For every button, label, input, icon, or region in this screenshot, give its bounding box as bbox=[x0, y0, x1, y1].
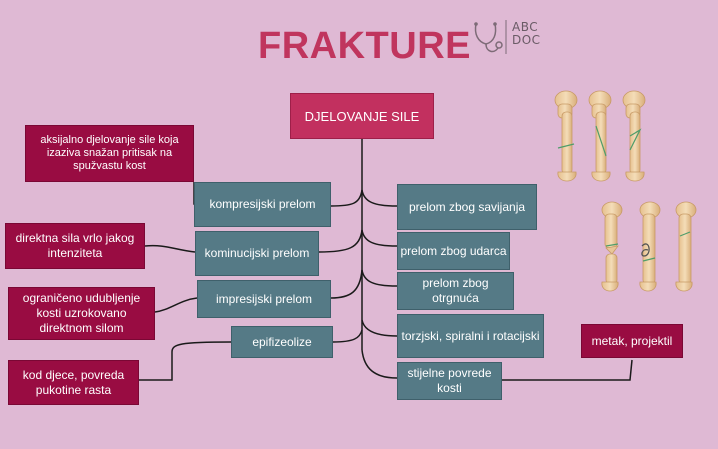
note-node-compression: aksijalno djelovanje sile koja izaziva s… bbox=[25, 125, 194, 182]
bone-illustrations bbox=[554, 90, 697, 292]
type-label: kompresijski prelom bbox=[209, 197, 316, 211]
femur-icon-2 bbox=[588, 90, 612, 182]
type-node-torsion: torzjski, spiralni i rotacijski bbox=[397, 314, 544, 358]
note-node-comminuted: direktna sila vrlo jakog intenziteta bbox=[5, 223, 145, 269]
note-node-gunshot: metak, projektil bbox=[581, 324, 683, 358]
note-label: ograničeno udubljenje kosti uzrokovano d… bbox=[22, 291, 141, 335]
type-label: kominucijski prelom bbox=[204, 246, 310, 260]
femur-icon-6 bbox=[675, 201, 697, 292]
type-node-compression: kompresijski prelom bbox=[194, 182, 331, 227]
page-title: FRAKTURE bbox=[258, 25, 471, 67]
type-node-comminuted: kominucijski prelom bbox=[195, 231, 319, 276]
type-label: prelom zbog savijanja bbox=[408, 199, 526, 214]
logo-line-1: ABC bbox=[512, 20, 539, 34]
type-node-bending: prelom zbog savijanja bbox=[397, 184, 537, 230]
type-label: prelom zbog udarca bbox=[400, 243, 507, 258]
note-node-impression: ograničeno udubljenje kosti uzrokovano d… bbox=[8, 287, 155, 340]
type-label: epifizeolize bbox=[252, 334, 312, 349]
note-label: direktna sila vrlo jakog intenziteta bbox=[15, 231, 135, 260]
logo-text: ABC DOC bbox=[512, 21, 541, 47]
femur-icon-3 bbox=[622, 90, 646, 182]
type-node-epiphysiolysis: epifizeolize bbox=[231, 326, 333, 358]
logo-line-2: DOC bbox=[512, 33, 541, 47]
root-node: DJELOVANJE SILE bbox=[290, 93, 434, 139]
root-label: DJELOVANJE SILE bbox=[304, 108, 420, 124]
femur-icon-4 bbox=[601, 201, 623, 292]
note-label: kod djece, povreda pukotine rasta bbox=[22, 367, 125, 397]
type-node-gunshot: stijelne povrede kosti bbox=[397, 362, 502, 400]
note-node-epiphysiolysis: kod djece, povreda pukotine rasta bbox=[8, 360, 139, 405]
type-node-impact: prelom zbog udarca bbox=[397, 232, 510, 270]
type-node-avulsion: prelom zbog otrgnuća bbox=[397, 272, 514, 310]
type-label: torzjski, spiralni i rotacijski bbox=[401, 328, 540, 343]
type-label: prelom zbog otrgnuća bbox=[422, 276, 489, 305]
note-label: metak, projektil bbox=[591, 333, 673, 348]
type-node-impression: impresijski prelom bbox=[197, 280, 331, 318]
femur-icon-1 bbox=[554, 90, 578, 182]
type-label: stijelne povrede kosti bbox=[407, 366, 492, 395]
note-label: aksijalno djelovanje sile koja izaziva s… bbox=[40, 134, 179, 172]
femur-icon-5 bbox=[639, 201, 661, 292]
type-label: impresijski prelom bbox=[215, 291, 313, 306]
stethoscope-icon bbox=[474, 20, 507, 54]
